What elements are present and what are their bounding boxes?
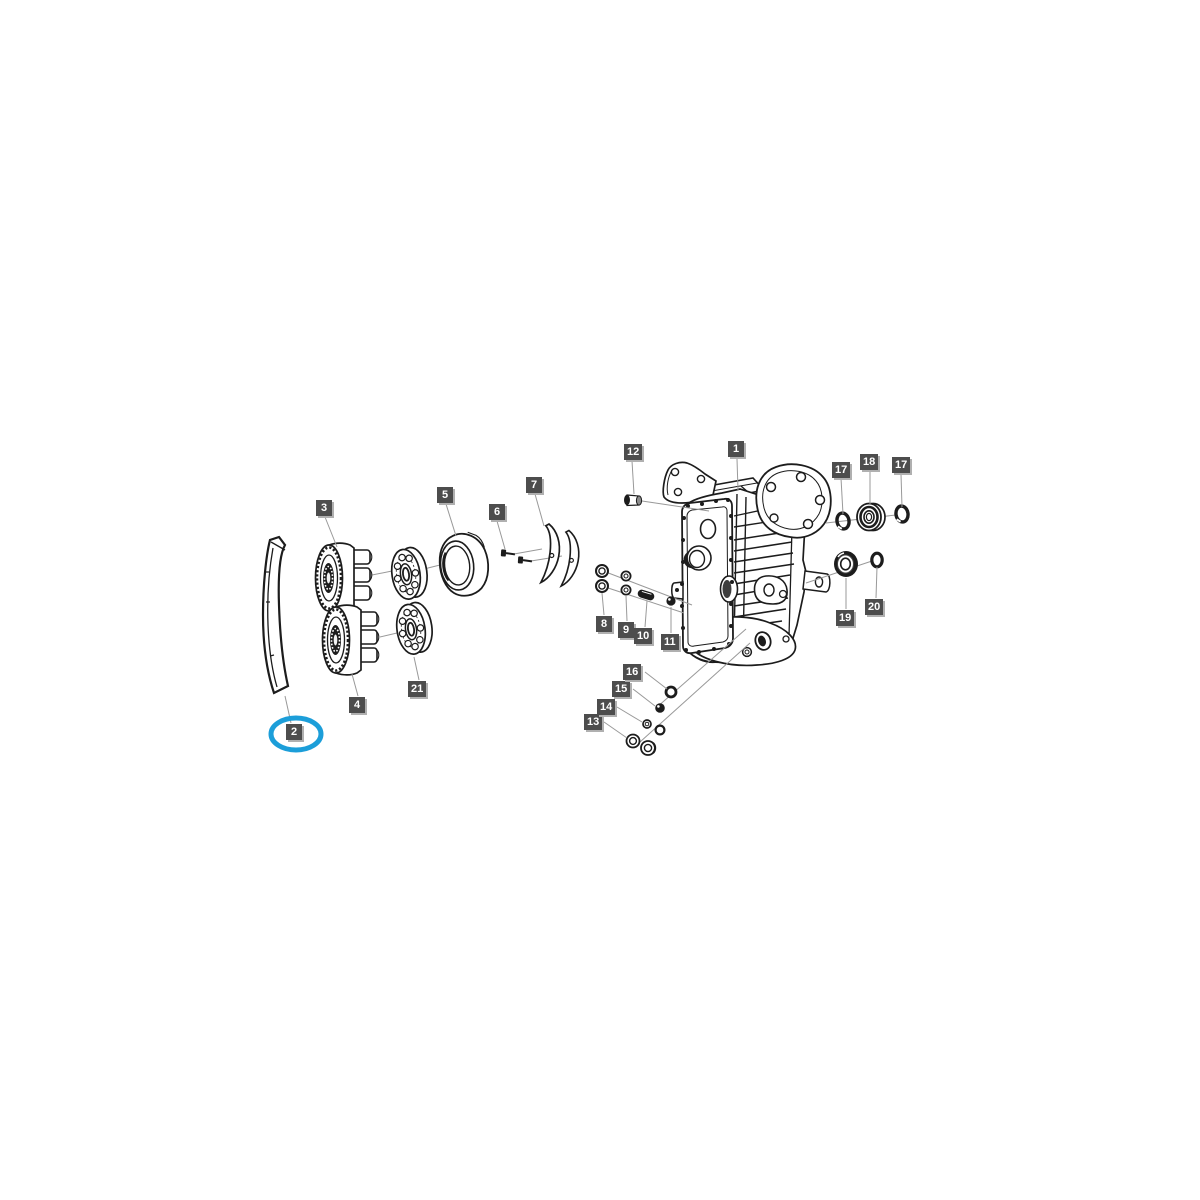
part-label-17: 17: [832, 462, 851, 478]
leader-line-10: [644, 600, 648, 628]
part-20-o-ring: [870, 551, 884, 569]
part-label-4: 4: [349, 697, 365, 713]
part-13-plug-caps: [625, 733, 657, 756]
part-12-plug: [624, 494, 643, 507]
part-10-spring: [637, 589, 655, 601]
part-label-5: 5: [437, 487, 453, 503]
leader-line-17: [840, 477, 844, 515]
part-15-ball: [655, 703, 665, 713]
ring-between-13-14: [654, 724, 666, 736]
leader-line-9: [625, 595, 628, 622]
part-label-2: 2: [286, 724, 302, 740]
leader-line-14: [616, 706, 643, 723]
leader-line-4: [351, 673, 359, 697]
leader-line-16: [644, 671, 668, 690]
part-14-washer: [642, 719, 652, 729]
leader-line-3: [324, 516, 338, 548]
part-label-12: 12: [624, 444, 643, 460]
part-19-seal: [834, 551, 858, 577]
part-label-18: 18: [860, 454, 879, 470]
part-label-16: 16: [623, 664, 642, 680]
leader-line-20: [875, 566, 878, 599]
part-2-gasket: [261, 535, 290, 695]
part-1-housing: [662, 461, 832, 667]
part-label-6: 6: [489, 504, 505, 520]
callout-leader-lines: [284, 458, 903, 739]
part-label-9: 9: [618, 622, 634, 638]
part-5-bearing-cup: [438, 531, 490, 597]
part-label-15: 15: [612, 681, 631, 697]
part-label-21: 21: [408, 681, 427, 697]
part-label-20: 20: [865, 599, 884, 615]
leader-line-17: [900, 473, 903, 508]
part-label-7: 7: [526, 477, 542, 493]
leader-line-5: [445, 503, 457, 537]
part-18-ball-bearing: [856, 502, 886, 532]
part-label-3: 3: [316, 500, 332, 516]
part-label-11: 11: [661, 634, 679, 650]
part-label-19: 19: [836, 610, 855, 626]
leader-line-1: [736, 458, 739, 491]
leader-line-21: [413, 656, 420, 681]
bolt-holes: [680, 498, 734, 654]
part-label-14: 14: [597, 699, 616, 715]
leader-line-8: [601, 592, 605, 616]
leader-line-6: [496, 520, 506, 550]
part-16-ring: [664, 685, 678, 699]
part-label-1: 1: [728, 441, 744, 457]
leader-line-7: [534, 493, 545, 527]
leader-line-13: [603, 721, 628, 739]
part-label-10: 10: [634, 628, 653, 644]
part-label-13: 13: [584, 714, 603, 730]
part-11-ball: [666, 596, 676, 606]
part-label-8: 8: [596, 616, 612, 632]
leader-line-15: [632, 688, 656, 707]
part-label-17-b: 17: [892, 457, 911, 473]
leader-line-12: [631, 460, 635, 495]
